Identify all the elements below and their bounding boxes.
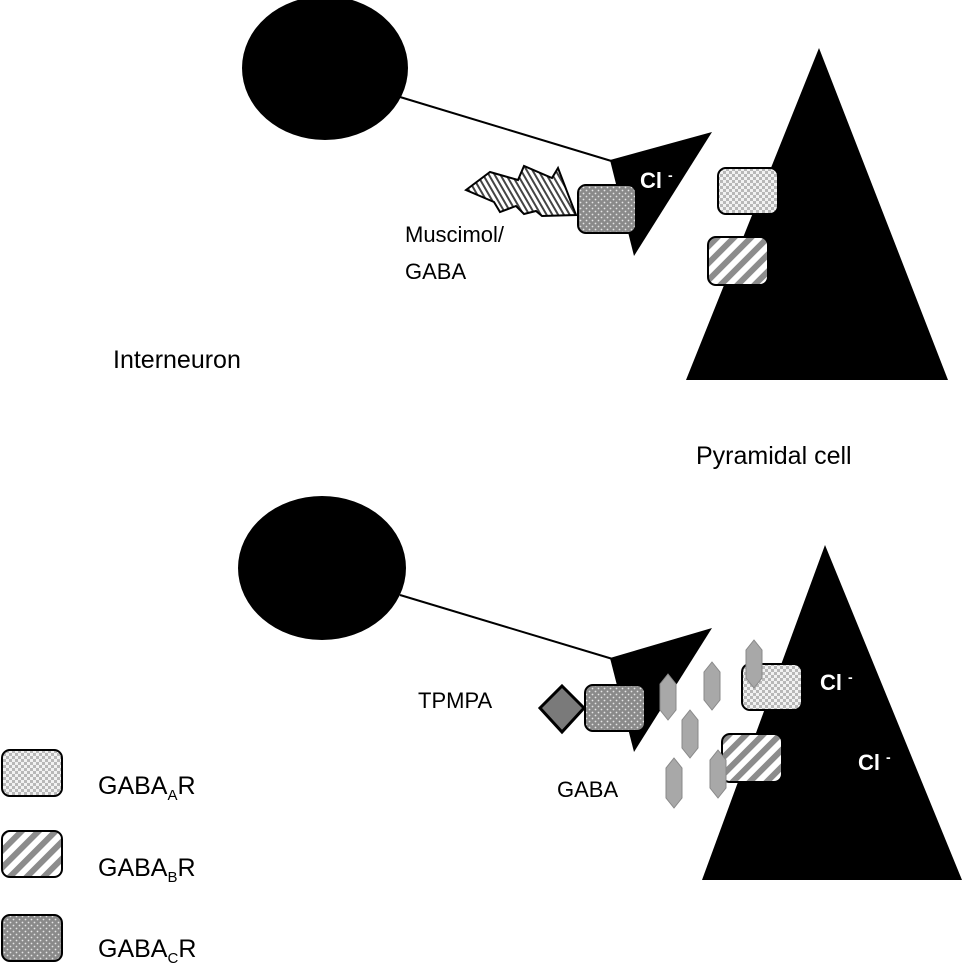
tpmpa-label: TPMPA xyxy=(418,688,492,713)
pyramidal-cell-label: Pyramidal cell xyxy=(696,442,852,470)
interneuron-soma-bottom xyxy=(238,496,406,640)
legend-label-gabaa: GABAAR xyxy=(98,772,196,804)
gabab-receptor-bottom xyxy=(721,733,783,783)
chloride-label-bottom-2: Cl- xyxy=(858,749,891,775)
chloride-label-bottom-1: Cl- xyxy=(820,669,853,695)
bottom-panel: Cl- Cl- TPMPA GABA xyxy=(238,496,962,880)
gaba-molecule xyxy=(659,673,677,721)
legend-swatch-gabaa xyxy=(1,749,63,797)
gaba-molecule xyxy=(681,709,699,759)
interneuron-axon-bottom xyxy=(399,594,617,661)
muscimol-lightning-icon xyxy=(464,164,578,218)
gabab-receptor-top xyxy=(707,236,769,286)
gaba-molecule xyxy=(709,749,727,799)
gabac-receptor-bottom xyxy=(584,684,646,732)
gabac-receptor-top xyxy=(577,184,637,234)
pyramidal-cell-bottom xyxy=(702,545,962,880)
interneuron-axon-top xyxy=(399,96,619,164)
muscimol-label-line1: Muscimol/ xyxy=(405,222,505,247)
legend-swatch-gabab xyxy=(1,830,63,878)
gabaa-receptor-top xyxy=(717,167,779,215)
legend-swatch-gabac xyxy=(1,914,63,962)
interneuron-label: Interneuron xyxy=(113,346,241,374)
muscimol-label-line2: GABA xyxy=(405,259,466,284)
gaba-molecule xyxy=(703,661,721,711)
gaba-molecule xyxy=(745,639,763,689)
gaba-molecules xyxy=(659,639,763,809)
top-panel: Cl- Muscimol/ GABA Interneuron xyxy=(113,0,948,380)
gaba-molecule xyxy=(665,757,683,809)
interneuron-soma-top xyxy=(242,0,408,140)
gaba-label-bottom: GABA xyxy=(557,777,618,802)
legend-label-gabac: GABACR xyxy=(98,935,196,967)
legend: GABAAR GABABR GABACR xyxy=(1,749,196,967)
chloride-label-top: Cl- xyxy=(640,167,673,193)
pyramidal-cell-top xyxy=(686,48,948,380)
tpmpa-diamond-icon xyxy=(537,683,587,735)
legend-label-gabab: GABABR xyxy=(98,854,196,886)
